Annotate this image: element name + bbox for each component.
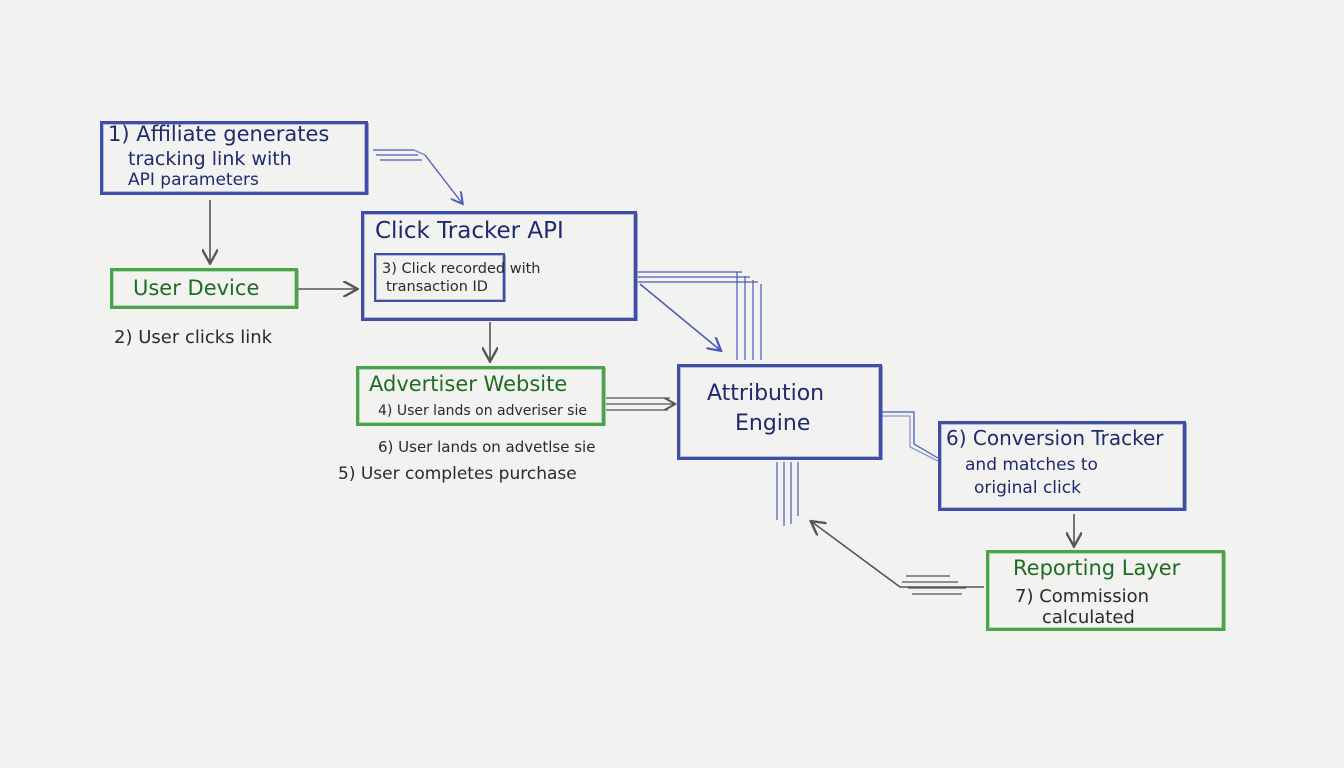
affiliate-line2: tracking link with	[128, 148, 292, 170]
reporting-title: Reporting Layer	[1013, 556, 1181, 580]
click-tracker-box	[361, 211, 637, 321]
click-recorded-line1: 3) Click recorded with	[382, 261, 541, 277]
click-recorded-line2: transaction ID	[386, 279, 488, 295]
attribution-line2: Engine	[735, 411, 811, 436]
arrow-attribution-to-conversion	[882, 411, 939, 462]
affiliate-line1: 1) Affiliate generates	[108, 122, 330, 146]
advertiser-line1: 4) User lands on adveriser sie	[378, 403, 587, 419]
arrow-reporting-to-attribution	[812, 522, 984, 595]
arrow-advertiser-to-attribution	[606, 397, 674, 411]
advertiser-note2: 5) User completes purchase	[338, 464, 577, 484]
attribution-line1: Attribution	[707, 381, 825, 406]
conversion-line2: and matches to	[965, 455, 1098, 475]
reporting-line1: 7) Commission	[1015, 586, 1150, 607]
arrow-affiliate-to-click-tracker	[373, 149, 462, 203]
conversion-line3: original click	[974, 478, 1081, 498]
reporting-layer-box	[986, 550, 1225, 631]
arrow-click-tracker-to-attribution	[638, 271, 762, 360]
click-tracker-title: Click Tracker API	[375, 218, 564, 244]
advertiser-note1: 6) User lands on advetlse sie	[378, 438, 596, 456]
reporting-line2: calculated	[1042, 607, 1135, 628]
user-device-note: 2) User clicks link	[114, 327, 273, 348]
attribution-hatch-lines	[776, 462, 799, 526]
user-device-title: User Device	[133, 276, 260, 300]
affiliate-link-box	[100, 121, 368, 195]
click-recorded-inner-box	[374, 253, 505, 302]
affiliate-line3: API parameters	[128, 170, 259, 190]
advertiser-website-box	[356, 366, 605, 426]
advertiser-website-title: Advertiser Website	[369, 372, 568, 396]
conversion-line1: 6) Conversion Tracker	[946, 426, 1164, 450]
attribution-engine-box	[677, 364, 882, 460]
user-device-box	[110, 268, 298, 309]
conversion-tracker-box	[938, 421, 1186, 511]
